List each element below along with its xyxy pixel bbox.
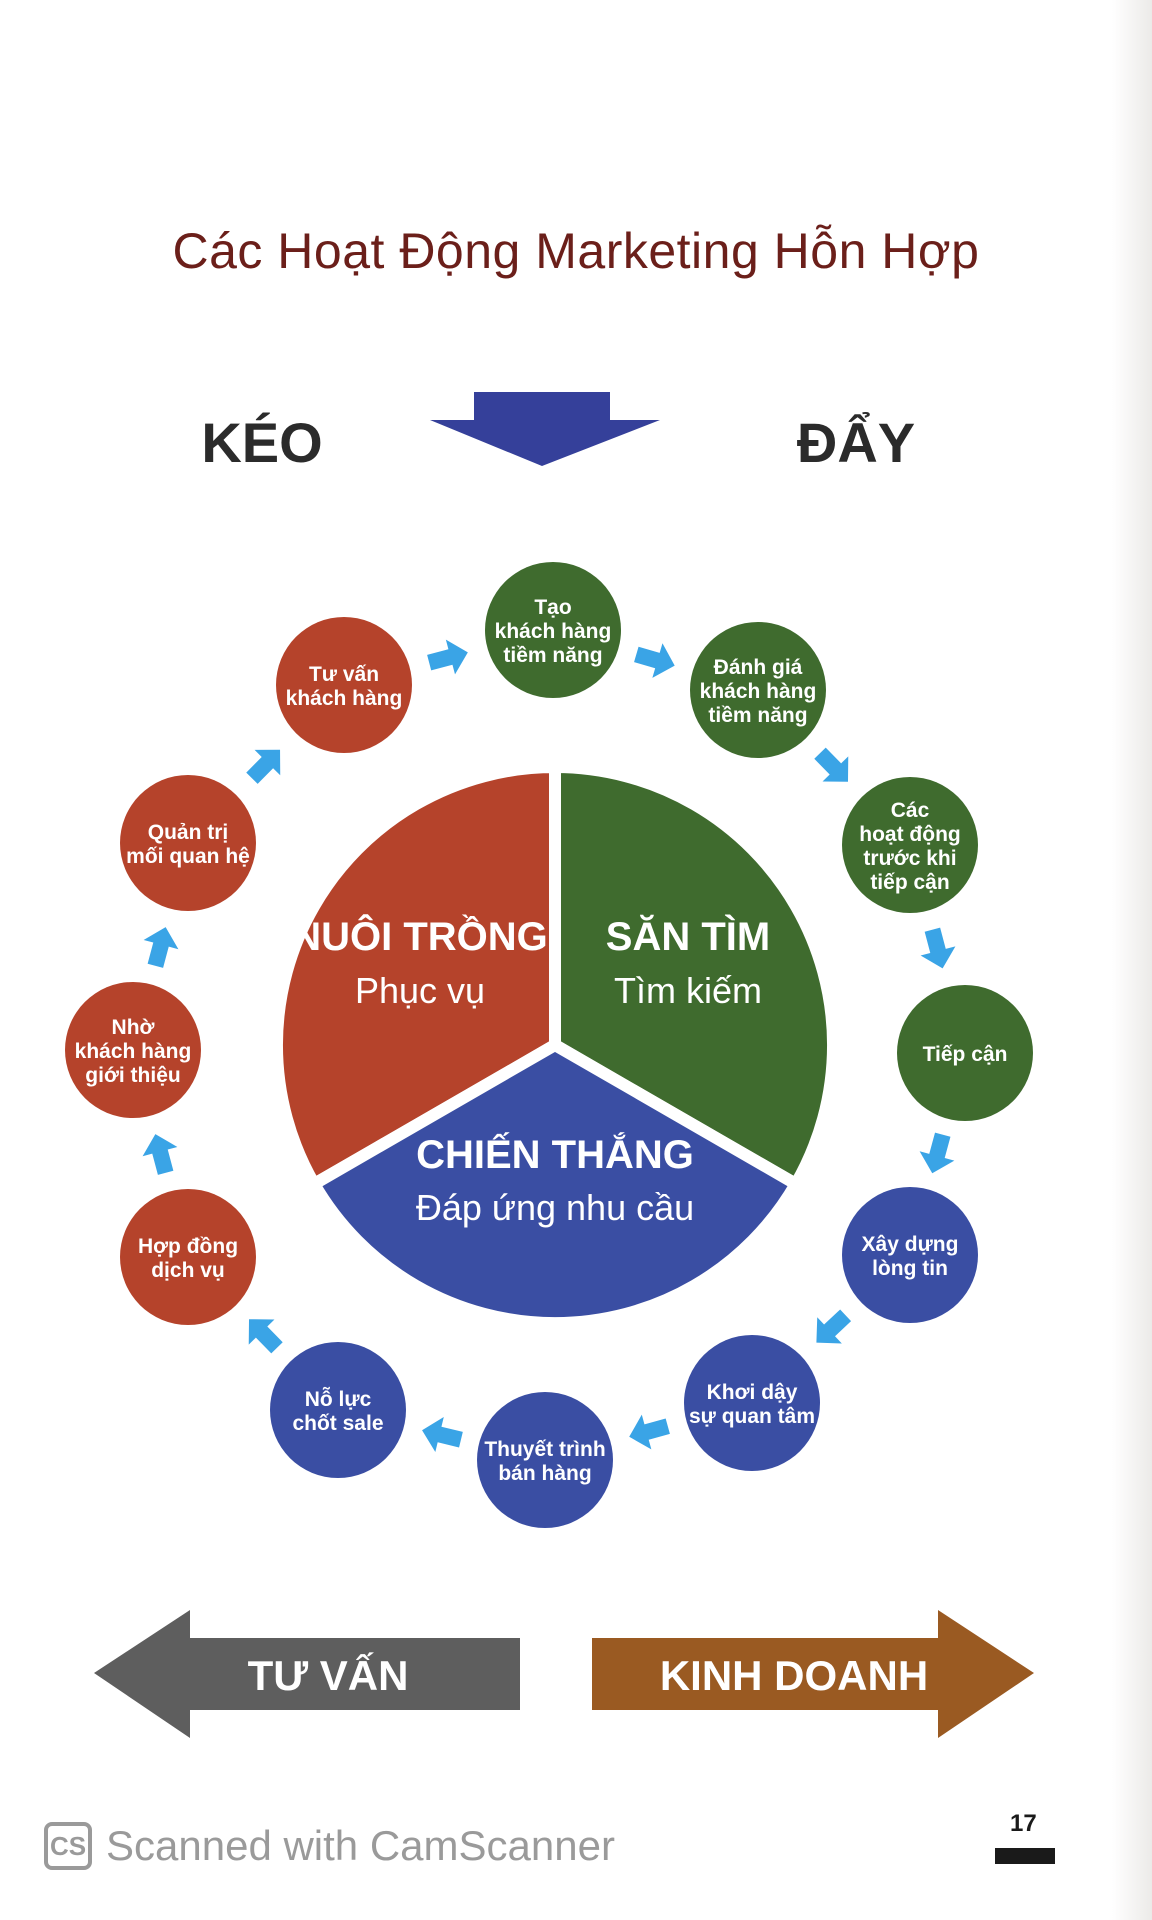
cycle-node-12 bbox=[276, 617, 412, 753]
cycle-arrow-7 bbox=[422, 1417, 463, 1453]
watermark-text: Scanned with CamScanner bbox=[106, 1822, 615, 1869]
page-title: Các Hoạt Động Marketing Hỗn Hợp bbox=[172, 223, 980, 279]
page-number-bar bbox=[995, 1848, 1055, 1864]
push-label: ĐẨY bbox=[797, 411, 915, 474]
cycle-node-5 bbox=[842, 1187, 978, 1323]
cycle-arrow-9 bbox=[142, 1134, 178, 1175]
sales-arrow-label: KINH DOANH bbox=[660, 1652, 928, 1699]
cycle-arrow-5 bbox=[816, 1309, 852, 1344]
cycle-arrow-8 bbox=[248, 1319, 283, 1354]
pie-subtitle-win: Đáp ứng nhu cầu bbox=[416, 1187, 694, 1228]
cycle-node-2 bbox=[690, 622, 826, 758]
down-arrow bbox=[430, 392, 660, 466]
cycle-arrow-12 bbox=[427, 639, 468, 675]
cycle-arrow-6 bbox=[629, 1414, 670, 1450]
sales-arrow bbox=[592, 1610, 1034, 1738]
pie-title-hunt: SĂN TÌM bbox=[606, 914, 770, 959]
cycle-node-7 bbox=[477, 1392, 613, 1528]
cycle-arrow-10 bbox=[143, 927, 179, 968]
cycle-node-8 bbox=[270, 1342, 406, 1478]
cycle-arrow-4 bbox=[919, 1132, 955, 1174]
cycle-node-4 bbox=[897, 985, 1033, 1121]
cycle-node-11 bbox=[120, 775, 256, 911]
page-edge-shadow bbox=[1112, 0, 1152, 1920]
cycle-node-6 bbox=[684, 1335, 820, 1471]
cycle-node-1 bbox=[485, 562, 621, 698]
cycle-arrow-2 bbox=[814, 747, 849, 782]
camscanner-watermark: CS Scanned with CamScanner bbox=[44, 1822, 615, 1870]
consulting-arrow bbox=[94, 1610, 520, 1738]
pie-title-win: CHIẾN THẮNG bbox=[416, 1131, 694, 1177]
pie-segment-win bbox=[308, 1039, 802, 1330]
cycle-node-9 bbox=[120, 1189, 256, 1325]
pie-subtitle-hunt: Tìm kiếm bbox=[614, 970, 762, 1011]
cycle-arrow-1 bbox=[634, 643, 675, 678]
cycle-node-3 bbox=[842, 777, 978, 913]
pie-title-nurture: NUÔI TRỒNG bbox=[292, 913, 548, 959]
camscanner-logo-icon: CS bbox=[44, 1822, 92, 1870]
cycle-arrows bbox=[142, 639, 956, 1453]
pull-label: KÉO bbox=[201, 411, 322, 474]
cycle-arrow-11 bbox=[246, 749, 281, 784]
cycle-node-label-4: Tiếp cận bbox=[923, 1043, 1008, 1066]
cycle-arrow-3 bbox=[920, 927, 956, 969]
pie-subtitle-nurture: Phục vụ bbox=[355, 970, 485, 1011]
page-number: 17 bbox=[1010, 1810, 1037, 1837]
cycle-node-10 bbox=[65, 982, 201, 1118]
consulting-arrow-label: TƯ VẤN bbox=[248, 1652, 409, 1699]
